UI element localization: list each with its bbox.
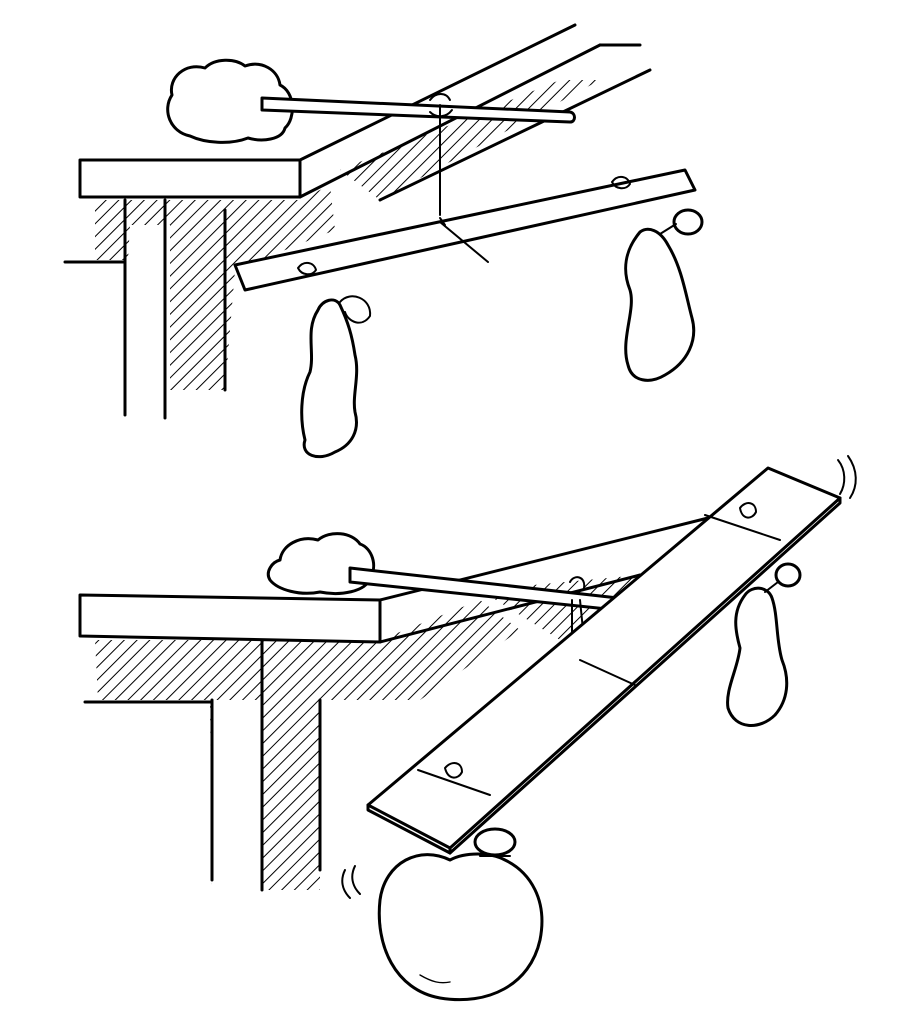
top-board-knot-left — [297, 262, 317, 276]
panel-tipped — [78, 455, 857, 1002]
top-string-knot — [429, 93, 453, 118]
top-stick — [260, 96, 576, 124]
bottom-board-knot-upper — [739, 502, 757, 519]
bottom-inflated-balloon — [377, 827, 544, 1002]
bottom-board-knot-lower — [444, 762, 463, 779]
bottom-clay-lump — [266, 532, 376, 595]
motion-marks-lower — [341, 865, 361, 899]
top-board-knot-right — [611, 176, 631, 190]
top-deflated-balloon-right — [624, 208, 704, 382]
top-board — [233, 168, 697, 292]
motion-marks-upper — [837, 455, 857, 499]
bottom-board — [366, 466, 842, 855]
panel-balanced — [63, 23, 704, 459]
bottom-table — [78, 513, 722, 892]
top-table — [63, 23, 652, 420]
bottom-deflated-balloon-right — [726, 562, 802, 727]
top-deflated-balloon-left — [300, 295, 372, 459]
